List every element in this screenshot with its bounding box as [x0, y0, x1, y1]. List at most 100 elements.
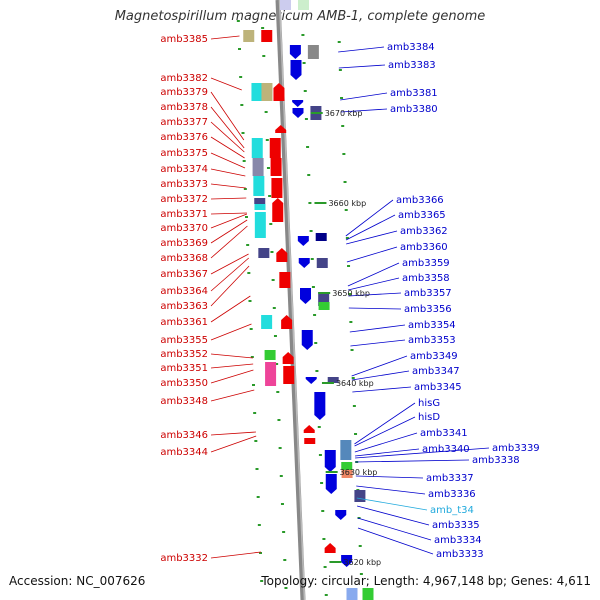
track-tick — [306, 146, 310, 148]
gene-label-amb3345: amb3345 — [414, 382, 462, 393]
leader-line — [210, 353, 253, 359]
track-tick — [259, 552, 262, 554]
track-tick — [307, 174, 311, 176]
track-tick — [260, 580, 264, 582]
leader-line — [357, 517, 432, 541]
leader-line — [210, 77, 242, 91]
gene-block — [318, 292, 330, 306]
track-tick — [279, 475, 283, 477]
gene-block — [341, 462, 353, 470]
gene-features — [243, 0, 374, 600]
leader-line — [351, 355, 408, 377]
leader-line — [210, 197, 247, 200]
gene-block — [340, 440, 352, 460]
gene-block — [318, 302, 330, 310]
leader-line — [345, 199, 394, 237]
leader-line — [347, 277, 400, 291]
gene-block — [280, 0, 291, 10]
gene-label-amb3384: amb3384 — [387, 42, 435, 53]
leader-line — [352, 386, 412, 393]
gene-block — [258, 248, 270, 258]
gene-label-amb3353: amb3353 — [408, 335, 456, 346]
gene-block — [252, 158, 264, 176]
kbp-label: 3630 kbp — [340, 468, 378, 477]
gene-label-amb3354: amb3354 — [408, 320, 456, 331]
gene-arrow-down — [292, 100, 304, 107]
gene-block — [362, 588, 374, 600]
gene-label-amb3341: amb3341 — [420, 428, 468, 439]
track-tick — [242, 160, 246, 162]
gene-block — [264, 350, 276, 360]
track-tick — [256, 496, 260, 498]
gene-label-amb3351: amb3351 — [160, 363, 208, 374]
leader-line — [210, 431, 257, 436]
leader-line — [210, 168, 246, 177]
leader-line — [354, 448, 420, 457]
gene-arrow-up — [303, 425, 315, 433]
track-tick — [302, 62, 306, 64]
gene-block — [327, 377, 339, 383]
gene-block — [279, 272, 291, 288]
track-tick — [266, 167, 270, 169]
gene-label-amb3365: amb3365 — [398, 210, 446, 221]
gene-block — [253, 176, 265, 196]
leader-line — [210, 265, 250, 307]
gene-block — [271, 178, 283, 198]
track-tick — [261, 27, 265, 29]
gene-arrow-down — [341, 555, 353, 567]
track-tick — [276, 391, 280, 393]
track-tick — [311, 286, 315, 288]
leader-line — [210, 183, 246, 189]
gene-block — [251, 83, 263, 101]
track-tick — [314, 342, 318, 344]
gene-label-amb3380: amb3380 — [390, 104, 438, 115]
leader-line — [356, 505, 430, 526]
track-tick — [341, 125, 345, 127]
kbp-label: 3620 kbp — [343, 558, 381, 567]
gene-block — [315, 233, 327, 241]
track-tick — [352, 405, 356, 407]
gene-arrow-down — [300, 288, 311, 304]
leader-line — [210, 369, 254, 384]
gene-label-amb3373: amb3373 — [160, 179, 208, 190]
gene-label-hisD: hisD — [418, 412, 440, 423]
track-tick — [337, 41, 341, 43]
gene-arrow-down — [292, 108, 304, 118]
gene-arrow-down — [324, 450, 336, 472]
gene-label-amb3338: amb3338 — [472, 455, 520, 466]
track-tick — [348, 293, 352, 295]
gene-arrow-up — [272, 198, 284, 222]
gene-arrow-up — [282, 352, 294, 364]
gene-label-amb3371: amb3371 — [160, 209, 208, 220]
leader-line — [210, 363, 254, 369]
gene-block — [307, 45, 319, 59]
gene-label-amb3366: amb3366 — [396, 195, 444, 206]
gene-block — [341, 470, 353, 478]
track-tick — [338, 69, 342, 71]
track-tick — [273, 335, 277, 337]
gene-arrow-down — [305, 377, 317, 384]
track-tick — [304, 118, 308, 120]
leader-line — [210, 257, 250, 292]
gene-label-amb3337: amb3337 — [426, 473, 474, 484]
track-tick — [310, 258, 314, 260]
track-tick — [238, 48, 241, 50]
track-tick — [247, 272, 251, 274]
leader-line — [210, 152, 246, 169]
leader-line — [210, 212, 247, 215]
leader-line — [340, 92, 388, 101]
leader-line — [210, 106, 245, 149]
leader-line — [355, 475, 424, 479]
gene-label-amb3382: amb3382 — [160, 73, 208, 84]
gene-label-amb3357: amb3357 — [404, 288, 452, 299]
track-tick — [270, 251, 274, 253]
track-tick — [271, 279, 275, 281]
leader-line — [354, 432, 418, 453]
gene-block — [346, 588, 358, 600]
leader-line — [338, 46, 385, 53]
track-tick — [349, 321, 353, 323]
track-tick — [321, 510, 325, 512]
leader-line — [345, 214, 396, 241]
leader-line — [349, 324, 406, 333]
